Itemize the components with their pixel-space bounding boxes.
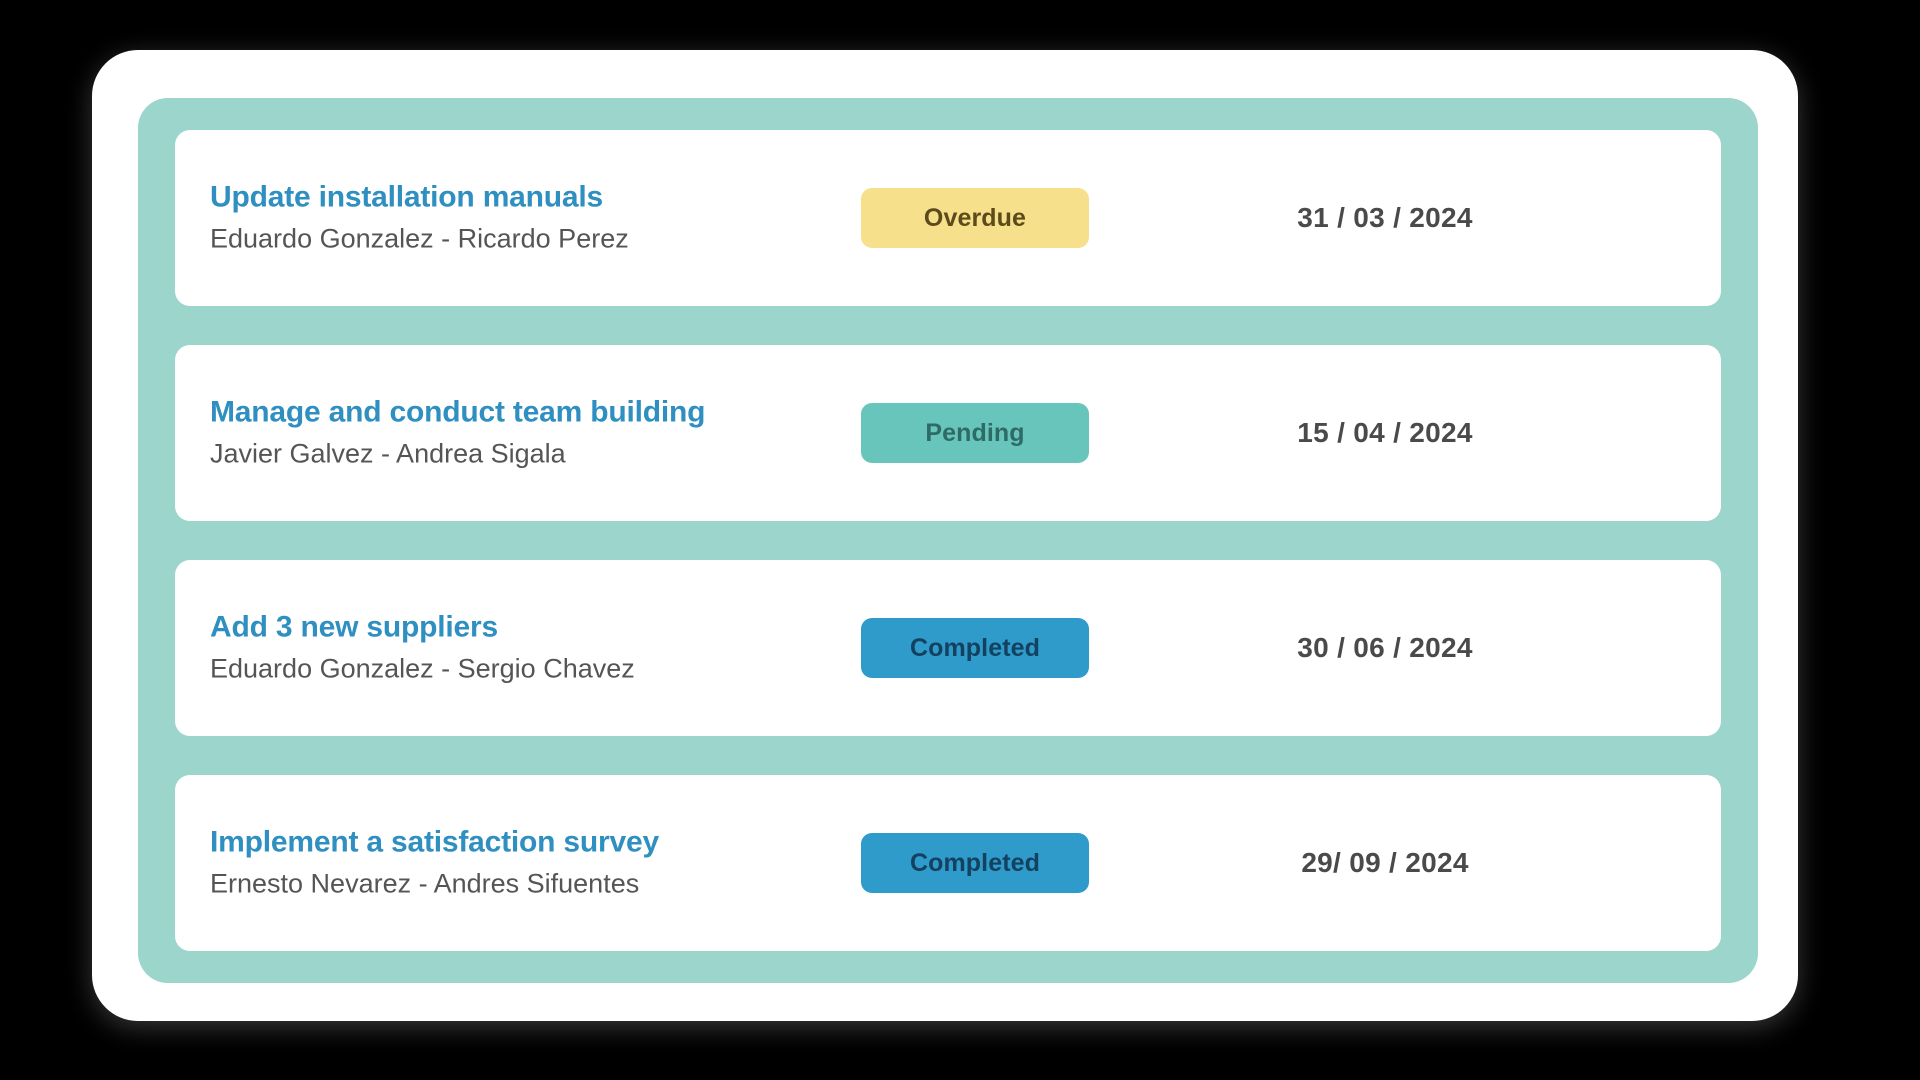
task-due-date: 29/ 09 / 2024	[1301, 847, 1469, 878]
task-title[interactable]: Implement a satisfaction survey	[210, 825, 659, 859]
task-info: Update installation manuals Eduardo Gonz…	[210, 179, 830, 258]
task-info: Manage and conduct team building Javier …	[210, 394, 830, 473]
status-badge[interactable]: Completed	[861, 833, 1089, 893]
task-info: Implement a satisfaction survey Ernesto …	[210, 824, 830, 903]
status-badge[interactable]: Completed	[861, 618, 1089, 678]
task-status-cell: Pending	[861, 403, 1161, 463]
status-badge[interactable]: Pending	[861, 403, 1089, 463]
task-assignees: Eduardo Gonzalez - Ricardo Perez	[210, 223, 629, 254]
task-due-date: 31 / 03 / 2024	[1297, 202, 1473, 233]
task-status-cell: Completed	[861, 618, 1161, 678]
task-info: Add 3 new suppliers Eduardo Gonzalez - S…	[210, 609, 830, 688]
task-assignees: Eduardo Gonzalez - Sergio Chavez	[210, 653, 635, 684]
task-due-date: 30 / 06 / 2024	[1297, 632, 1473, 663]
task-due-date: 15 / 04 / 2024	[1297, 417, 1473, 448]
task-row[interactable]: Update installation manuals Eduardo Gonz…	[175, 130, 1721, 306]
task-status-cell: Completed	[861, 833, 1161, 893]
outer-card: Update installation manuals Eduardo Gonz…	[92, 50, 1798, 1021]
task-title[interactable]: Manage and conduct team building	[210, 395, 706, 429]
task-list-panel: Update installation manuals Eduardo Gonz…	[138, 98, 1758, 983]
task-row[interactable]: Manage and conduct team building Javier …	[175, 345, 1721, 521]
task-title[interactable]: Add 3 new suppliers	[210, 610, 498, 644]
status-badge[interactable]: Overdue	[861, 188, 1089, 248]
task-title[interactable]: Update installation manuals	[210, 180, 604, 214]
task-assignees: Javier Galvez - Andrea Sigala	[210, 438, 566, 469]
task-assignees: Ernesto Nevarez - Andres Sifuentes	[210, 868, 640, 899]
task-row[interactable]: Implement a satisfaction survey Ernesto …	[175, 775, 1721, 951]
task-row[interactable]: Add 3 new suppliers Eduardo Gonzalez - S…	[175, 560, 1721, 736]
task-status-cell: Overdue	[861, 188, 1161, 248]
